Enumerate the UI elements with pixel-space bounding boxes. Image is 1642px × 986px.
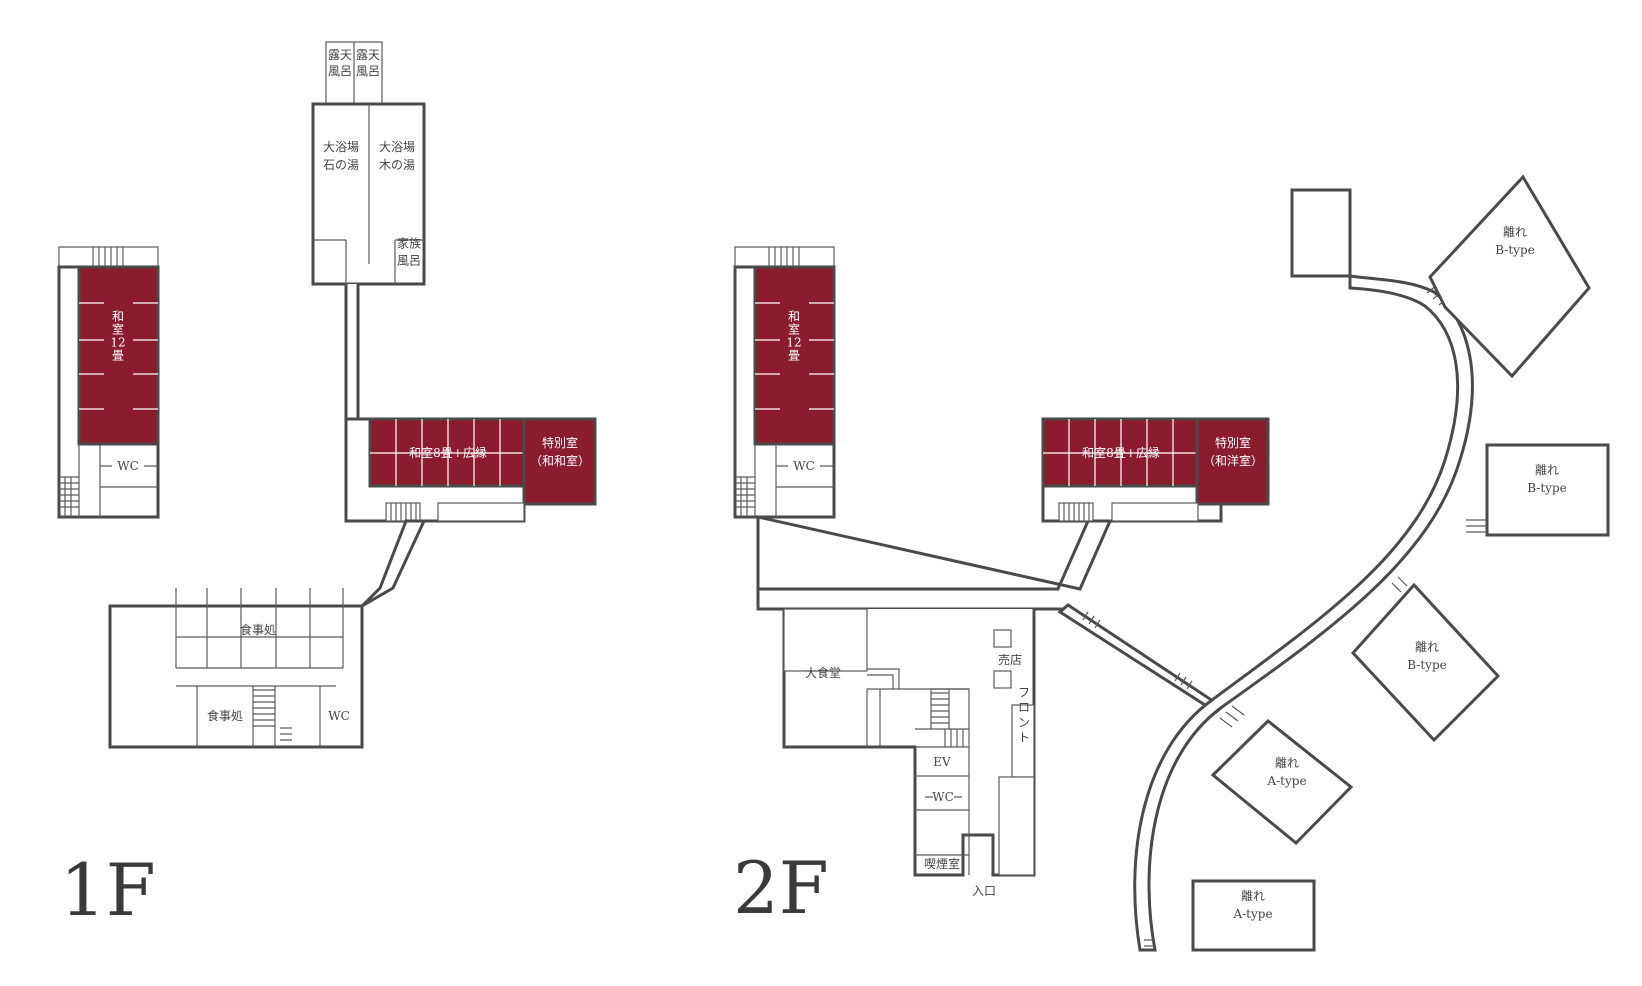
f2-hall-label: 大食堂 [805, 665, 841, 680]
f2-washitsu-8-label: 和室8畳+広縁 [1082, 445, 1160, 460]
f2-shop-display-b [993, 670, 1012, 689]
f1-rotenburo-b-label: 露天風呂 [356, 48, 380, 78]
f1-rotenburo-a-label: 露天風呂 [328, 48, 352, 78]
f1-special-label: 特別室（和和室） [530, 435, 590, 468]
f1-bath-stone-label: 大浴場石の湯 [323, 140, 359, 172]
f2-east-wing: 和室8畳+広縁 特別室（和洋室） [1041, 417, 1270, 523]
f1-dining-block: 食事処 食事処 WC [175, 588, 350, 747]
f2-annex-corridors [1057, 274, 1474, 952]
f1-wc-south-label: WC [328, 709, 350, 723]
f1-special-room[interactable] [522, 417, 597, 506]
f2-special-room[interactable] [1195, 417, 1270, 506]
f1-family-bath-label: 家族風呂 [397, 236, 421, 268]
f1-dining-lower-label: 食事処 [207, 708, 243, 723]
f2-special-label: 特別室（和洋室） [1203, 435, 1263, 468]
f1-wc-west-label: WC [117, 459, 139, 473]
f1-corridor: 和室8畳+広縁 特別室（和和室） [108, 284, 597, 749]
f2-ev-label: EV [933, 755, 951, 769]
f2-shop-display-a [993, 629, 1012, 648]
f2-wc-center-label: WC [932, 790, 954, 804]
f2-front-label: フロント [1018, 686, 1030, 745]
f2-corridor-north [756, 515, 1113, 591]
f2-washitsu-12-room[interactable] [753, 265, 836, 446]
f2-smoking-label: 喫煙室 [924, 856, 960, 871]
f2-shop-label: 売店 [998, 652, 1022, 667]
f1-dining-upper-label: 食事処 [240, 622, 276, 637]
f2-wc-west-label: WC [793, 459, 815, 473]
f1-washitsu-12-room[interactable] [77, 265, 160, 446]
f2-central-block: 大食堂 EV WC 喫煙室 売店 フロント 入口 [758, 607, 1068, 898]
f2-entrance-label: 入口 [972, 884, 996, 898]
f1-bath-wing: 露天風呂 露天風呂 大浴場石の湯 大浴場木の湯 家族風呂 [311, 41, 426, 286]
f1-washitsu-8-label: 和室8畳+広縁 [409, 445, 487, 460]
f1-bath-wood-label: 大浴場木の湯 [379, 140, 415, 172]
floor-1-title: 1F [60, 848, 156, 932]
floor-2-title: 2F [733, 846, 829, 930]
